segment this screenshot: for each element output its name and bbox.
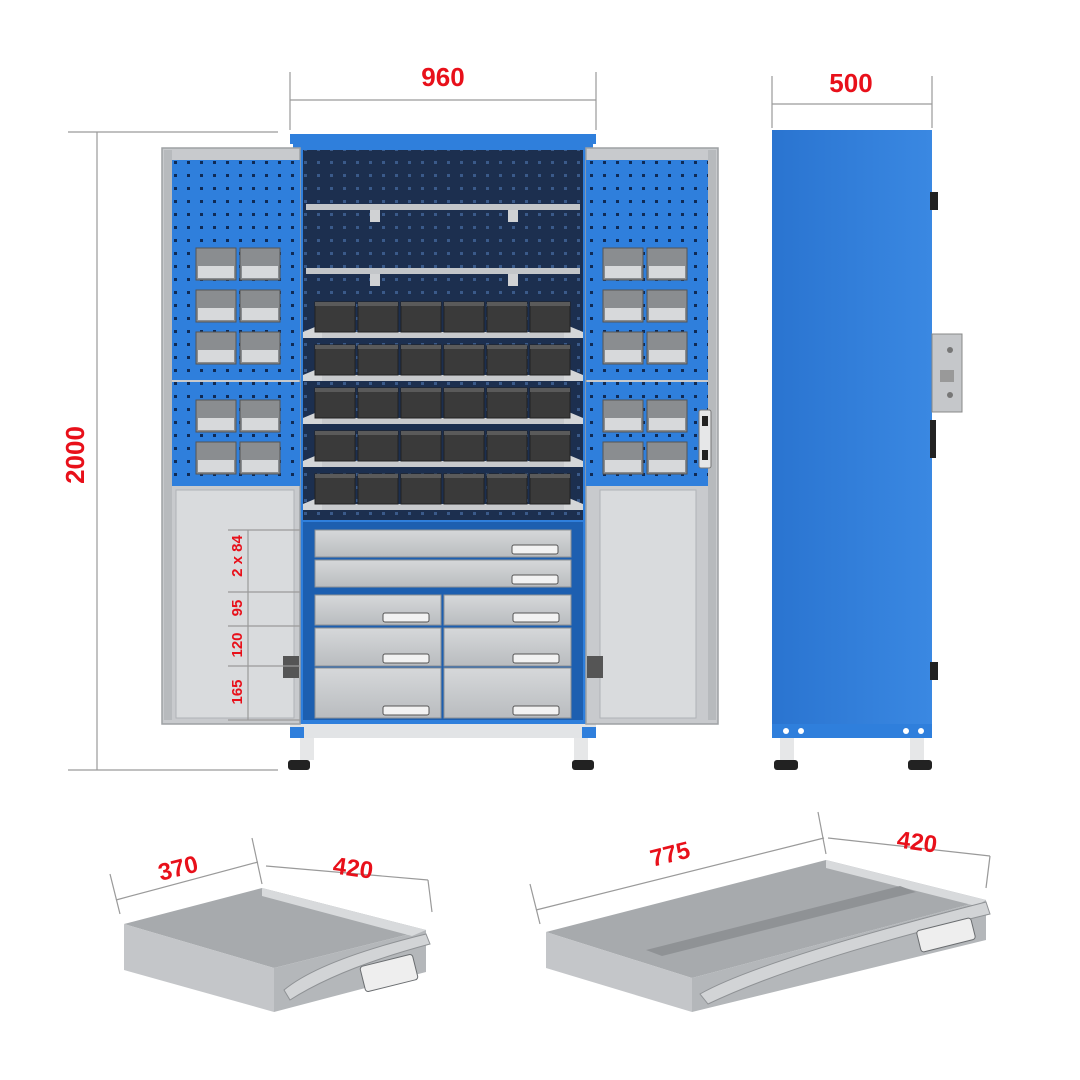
drawer-handle [511, 544, 559, 555]
storage-bin [529, 344, 571, 376]
drawer-handle [512, 612, 560, 623]
storage-bin [314, 473, 356, 505]
storage-bin [357, 473, 399, 505]
drawer-handle [382, 705, 430, 716]
storage-bin [486, 430, 528, 462]
storage-bin [443, 430, 485, 462]
large-drawer-width-label: 775 [647, 837, 692, 873]
storage-bin [314, 387, 356, 419]
interior-bin-rack [303, 301, 583, 510]
width-label: 960 [421, 62, 464, 92]
cabinet-side-view [772, 130, 963, 770]
right-hinge [587, 656, 603, 678]
storage-bin [443, 301, 485, 333]
storage-bin [400, 473, 442, 505]
drawer-handle [512, 653, 560, 664]
storage-bin [443, 473, 485, 505]
drawer-height-label-3: 120 [229, 632, 246, 657]
storage-bin [357, 344, 399, 376]
drawer-handle [512, 705, 560, 716]
small-drawer-illustration: 370 420 [109, 837, 433, 1012]
drawer-height-dimensions: 2 x 84 95 120 165 [228, 529, 300, 721]
storage-bin [357, 301, 399, 333]
storage-bin [486, 344, 528, 376]
storage-bin [357, 387, 399, 419]
storage-bin [400, 387, 442, 419]
depth-dimension: 500 [771, 68, 933, 128]
storage-bin [357, 430, 399, 462]
drawer-stack [314, 529, 572, 719]
large-drawer-illustration: 775 420 [529, 811, 991, 1012]
height-label: 2000 [60, 426, 90, 484]
storage-bin [400, 344, 442, 376]
drawer-height-label-2: 95 [229, 600, 246, 617]
drawer-height-label-1: 2 x 84 [229, 534, 246, 576]
storage-bin [314, 344, 356, 376]
cabinet-front-view: 2 x 84 95 120 165 [161, 134, 719, 770]
storage-bin [529, 301, 571, 333]
width-dimension: 960 [289, 62, 597, 130]
drawer-handle [382, 612, 430, 623]
storage-bin [400, 430, 442, 462]
drawer-handle [382, 653, 430, 664]
storage-bin [529, 473, 571, 505]
storage-bin [486, 301, 528, 333]
right-door [585, 147, 719, 725]
storage-bin [486, 387, 528, 419]
storage-bin [314, 430, 356, 462]
height-dimension: 2000 [60, 131, 278, 771]
storage-bin [529, 430, 571, 462]
left-hinge [283, 656, 299, 678]
drawer-handle [511, 574, 559, 585]
small-drawer-width-label: 370 [155, 851, 200, 887]
small-drawer-depth-label: 420 [331, 852, 374, 884]
storage-bin [314, 301, 356, 333]
storage-bin [443, 387, 485, 419]
storage-bin [400, 301, 442, 333]
large-drawer-depth-label: 420 [895, 826, 938, 858]
left-door [161, 147, 301, 725]
storage-bin [529, 387, 571, 419]
storage-bin [443, 344, 485, 376]
depth-label: 500 [829, 68, 872, 98]
drawer-height-label-4: 165 [229, 679, 246, 704]
storage-bin [486, 473, 528, 505]
